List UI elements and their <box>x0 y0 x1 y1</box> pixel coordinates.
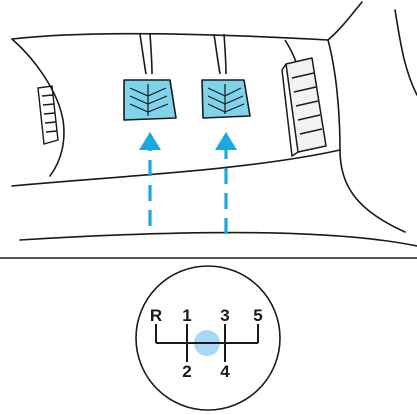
gear-label-5: 5 <box>253 306 262 325</box>
footwell-outline <box>11 1 417 247</box>
arrowhead-brake-icon <box>215 132 237 150</box>
arrowheads <box>139 132 237 150</box>
accelerator-pedal-icon <box>281 57 327 157</box>
gear-label-1: 1 <box>182 306 191 325</box>
clutch-pedal-icon <box>123 79 177 121</box>
gear-label-r: R <box>150 306 162 325</box>
gear-label-3: 3 <box>220 306 229 325</box>
shift-gate-lines <box>155 324 259 362</box>
floor-vent-icon <box>37 85 59 145</box>
gear-label-2: 2 <box>182 362 191 381</box>
arrowhead-clutch-icon <box>139 132 161 150</box>
gear-label-4: 4 <box>220 362 230 381</box>
pedal-arrows <box>148 140 228 234</box>
pedal-arms <box>139 33 297 75</box>
brake-pedal-icon <box>201 79 251 119</box>
shift-knob-diagram: R 1 3 5 2 4 <box>135 265 281 411</box>
